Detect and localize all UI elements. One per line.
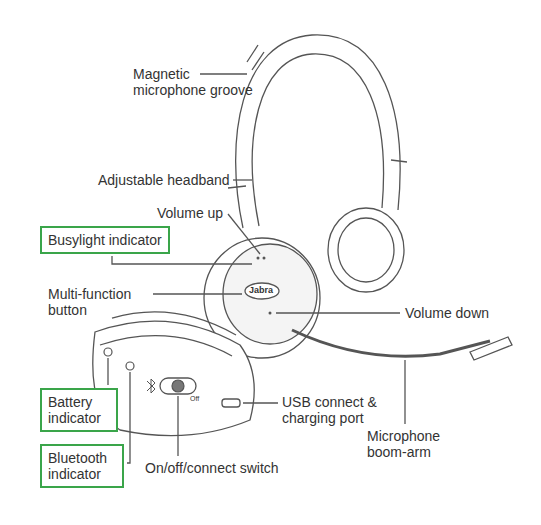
leader-line: [276, 312, 400, 313]
indicator-label-box: Battery indicator: [40, 388, 118, 432]
headband-inner: [252, 54, 383, 226]
label-text: Battery indicator: [48, 394, 110, 426]
leader-line: [200, 73, 247, 74]
inset-ridges: [100, 312, 236, 356]
usb-port: [222, 399, 240, 407]
leader-line: [112, 256, 252, 264]
part-label: Volume up: [157, 205, 223, 221]
leader-line: [127, 372, 130, 463]
bluetooth-symbol: [147, 379, 155, 393]
leader-line: [228, 214, 260, 254]
part-label: Microphone boom-arm: [367, 428, 452, 460]
headband-adjuster: [228, 160, 407, 188]
headband: [236, 35, 400, 228]
volume-up-dot: [263, 257, 266, 260]
right-earcup: [328, 208, 404, 292]
leader-line: [243, 402, 278, 403]
part-label: On/off/connect switch: [145, 460, 279, 476]
part-label: USB connect & charging port: [282, 394, 382, 426]
switch-knob: [172, 380, 184, 392]
indicator-label-box: Bluetooth indicator: [40, 444, 124, 488]
printed-mark: Jabra: [249, 285, 273, 296]
volume-up-dot: [257, 257, 260, 260]
bluetooth-led: [126, 362, 134, 370]
microphone-groove: [247, 45, 264, 70]
switch-slot: [160, 378, 196, 394]
leader-line: [177, 396, 178, 456]
part-label: Adjustable headband: [98, 172, 230, 188]
leader-line: [107, 358, 108, 385]
printed-mark: Off: [190, 395, 199, 403]
part-label: Magnetic microphone groove: [133, 66, 258, 98]
microphone-tip: [470, 337, 512, 360]
leader-line: [153, 293, 242, 294]
label-text: Bluetooth indicator: [48, 450, 116, 482]
part-label: Volume down: [405, 305, 489, 321]
battery-led: [104, 348, 112, 356]
boom-arm: [292, 330, 490, 356]
indicator-label-box: Busylight indicator: [40, 226, 170, 254]
part-label: Multi-function button: [48, 286, 148, 318]
volume-down-dot: [269, 312, 272, 315]
right-cushion: [338, 218, 394, 282]
leader-line: [233, 179, 252, 180]
leader-line: [404, 360, 405, 424]
multi-function-button: [245, 283, 279, 299]
label-text: Busylight indicator: [48, 232, 162, 248]
